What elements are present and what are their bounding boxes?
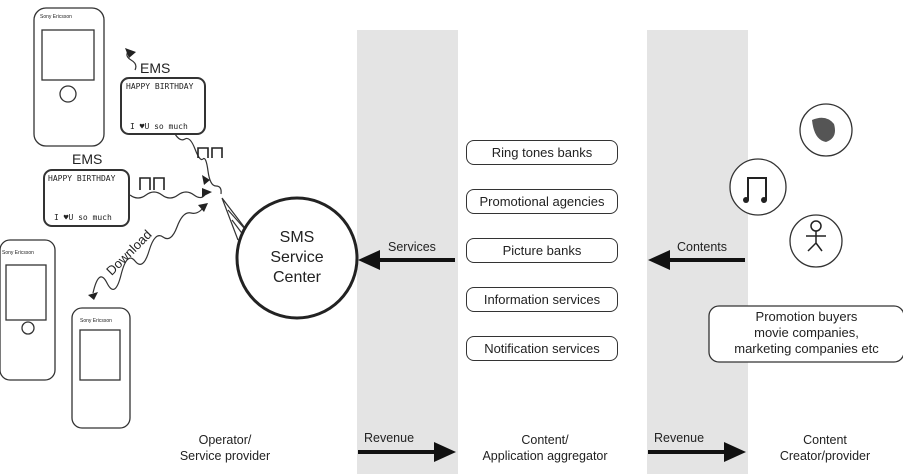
sms-center-line: Service <box>270 249 324 266</box>
phone-icon <box>0 7 131 429</box>
ems-label-left: EMS <box>72 151 103 167</box>
sms-center-line: Center <box>272 269 322 286</box>
buyers-line: Promotion buyers <box>755 309 858 324</box>
card-message: I ♥U so much <box>130 122 188 131</box>
services-label: Services <box>388 240 436 254</box>
music-note-icon <box>139 147 223 190</box>
aggregator-item: Ring tones banks <box>466 140 618 165</box>
ems-label-top: EMS <box>140 60 171 76</box>
operator-band <box>357 30 458 474</box>
buyers-line: movie companies, <box>754 325 859 340</box>
aggregator-item: Information services <box>466 287 618 312</box>
caption-line: Operator/ <box>198 433 252 447</box>
caption-line: Content <box>803 433 847 447</box>
caption-line: Creator/provider <box>779 449 871 463</box>
creator-caption: Content Creator/provider <box>765 432 885 464</box>
card-message: I ♥U so much <box>54 213 112 222</box>
card-title: HAPPY BIRTHDAY <box>48 174 116 183</box>
caption-line: Service provider <box>179 449 271 463</box>
phone-brand: Sony Ericsson <box>80 318 112 324</box>
contents-label: Contents <box>677 240 728 254</box>
revenue-label: Revenue <box>364 431 415 445</box>
caption-line: Application aggregator <box>482 449 608 463</box>
flow-arrows <box>358 250 746 462</box>
phone-brand: Sony Ericsson <box>2 250 34 256</box>
revenue-label: Revenue <box>654 431 705 445</box>
aggregator-caption: Content/ Application aggregator <box>470 432 620 464</box>
sms-center-label: SMS Service Center <box>247 228 347 288</box>
buyers-box <box>708 305 903 363</box>
aggregator-item: Picture banks <box>466 238 618 263</box>
aggregator-item: Notification services <box>466 336 618 361</box>
card-title: HAPPY BIRTHDAY <box>126 82 194 91</box>
ringtone-icon <box>729 158 787 216</box>
sms-center-line: SMS <box>279 229 315 246</box>
ems-card-top <box>120 77 206 135</box>
phone-brand: Sony Ericsson <box>40 14 72 20</box>
sms-service-center-circle <box>235 196 359 320</box>
buyers-line: marketing companies etc <box>734 341 879 356</box>
signal-lines <box>92 49 222 294</box>
buyers-text: Promotion buyers movie companies, market… <box>709 309 903 357</box>
caption-line: Content/ <box>521 433 569 447</box>
antenna-icon <box>221 197 249 241</box>
aggregator-item: Promotional agencies <box>466 189 618 214</box>
operator-caption: Operator/ Service provider <box>160 432 290 464</box>
aggregator-band <box>647 30 748 474</box>
arrowheads <box>88 48 212 300</box>
ems-card-left <box>43 169 130 227</box>
